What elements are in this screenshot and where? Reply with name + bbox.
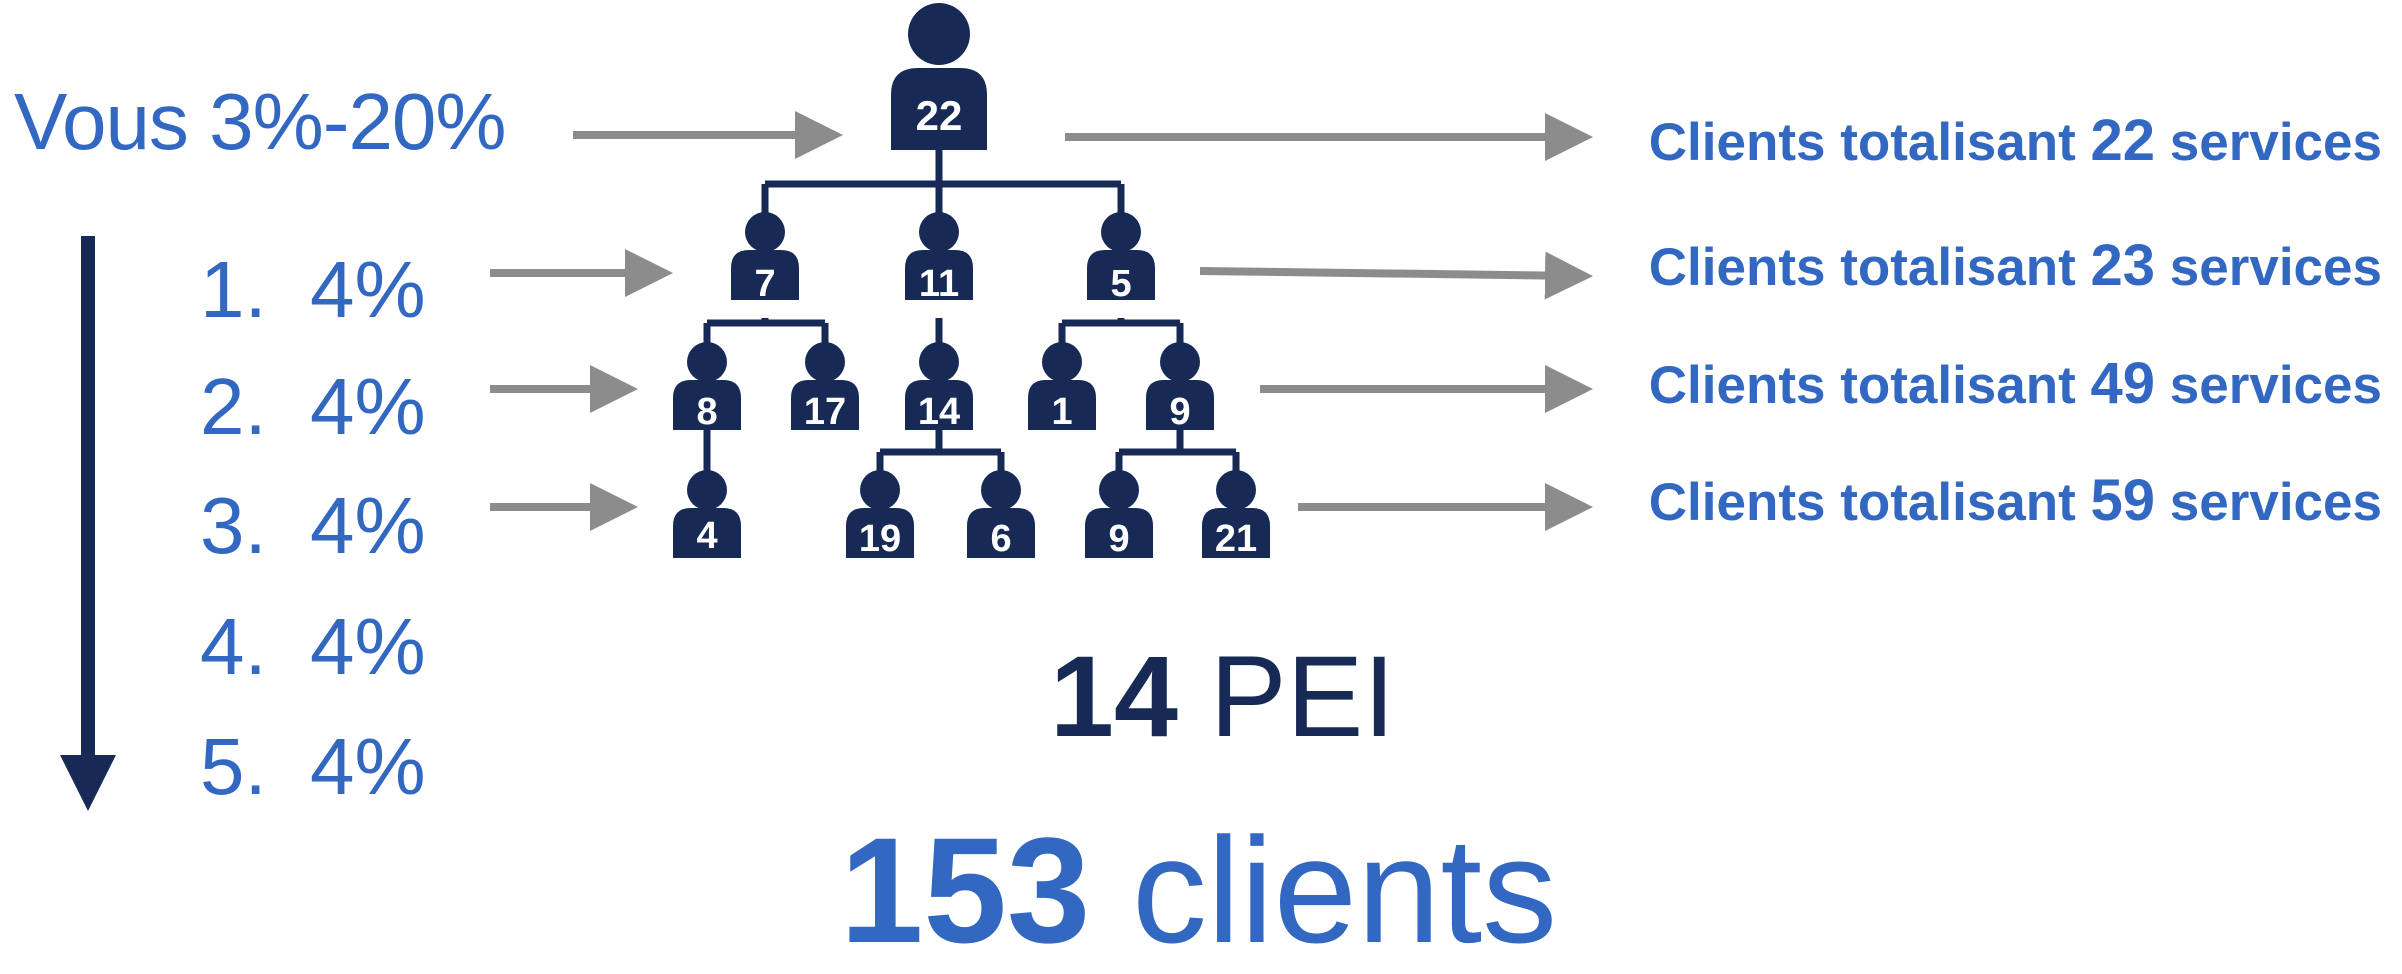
person-icon [905, 212, 973, 300]
node-number: 14 [918, 391, 960, 433]
person-icon [846, 470, 914, 558]
node-level3-1: 4 [673, 470, 741, 558]
clients-prefix: Clients totalisant [1648, 238, 2076, 297]
node-level1-1: 7 [731, 212, 799, 305]
level-row-4: 4. 4% [200, 607, 426, 687]
person-icon [731, 212, 799, 300]
clients-prefix: Clients totalisant [1648, 113, 2076, 172]
person-icon [905, 342, 973, 430]
clients-suffix: services [2169, 356, 2382, 415]
node-level2-2: 17 [791, 342, 859, 433]
node-level2-3: 14 [905, 342, 973, 433]
clients-suffix: services [2169, 473, 2382, 532]
connector-5 [1058, 318, 1184, 350]
clients-summary: 153 clients [840, 815, 1557, 965]
person-icon [891, 3, 987, 150]
clients-value: 23 [2090, 233, 2156, 298]
arrow-right-2 [1199, 251, 1593, 300]
person-icon [673, 470, 741, 558]
node-level3-3: 6 [967, 470, 1035, 560]
pei-count: 14 [1050, 633, 1178, 761]
node-number: 22 [916, 92, 963, 139]
person-icon [1202, 470, 1270, 558]
connector-14 [876, 430, 1005, 478]
node-level3-4: 9 [1085, 470, 1153, 560]
clients-prefix: Clients totalisant [1648, 473, 2076, 532]
node-number: 5 [1110, 263, 1131, 305]
connector-9 [1115, 430, 1240, 478]
person-icon [1146, 342, 1214, 430]
vous-label: Vous 3%-20% [14, 82, 507, 162]
level-row-5: 5. 4% [200, 727, 426, 807]
level-number: 3. [200, 481, 267, 570]
node-number: 1 [1051, 391, 1072, 433]
clients-value: 59 [2090, 468, 2156, 533]
connector-7 [703, 318, 829, 350]
clients-line-3: Clients totalisant 49 services [1649, 355, 2382, 413]
node-number: 21 [1215, 518, 1257, 560]
node-number: 8 [696, 391, 717, 433]
node-level3-5: 21 [1202, 470, 1270, 560]
connector-root [761, 150, 1125, 220]
person-icon [1085, 470, 1153, 558]
clients-line-4: Clients totalisant 59 services [1649, 472, 2382, 530]
clients-suffix: services [2169, 238, 2382, 297]
level-number: 4. [200, 602, 267, 691]
level-number: 1. [200, 245, 267, 334]
node-level3-2: 19 [846, 470, 914, 560]
level-row-2: 2. 4% [200, 367, 426, 447]
node-number: 11 [919, 263, 959, 305]
level-percent: 4% [310, 362, 426, 451]
node-number: 19 [859, 518, 901, 560]
clients-value: 49 [2090, 351, 2156, 416]
node-level1-3: 5 [1087, 212, 1155, 305]
clients-prefix: Clients totalisant [1648, 356, 2076, 415]
node-level2-1: 8 [673, 342, 741, 433]
clients-line-2: Clients totalisant 23 services [1649, 237, 2382, 295]
vous-text: Vous [14, 77, 189, 166]
clients-count: 153 [840, 806, 1091, 974]
pei-label: PEI [1209, 633, 1396, 761]
node-number: 17 [804, 391, 846, 433]
pei-summary: 14 PEI [1050, 640, 1395, 755]
node-root: 22 [891, 3, 987, 150]
node-level2-4: 1 [1028, 342, 1096, 433]
node-level2-5: 9 [1146, 342, 1214, 433]
level-percent: 4% [310, 722, 426, 811]
vous-range: 3%-20% [209, 77, 506, 166]
level-percent: 4% [310, 481, 426, 570]
clients-label: clients [1131, 806, 1558, 974]
level-percent: 4% [310, 245, 426, 334]
node-number: 6 [990, 518, 1011, 560]
person-icon [1028, 342, 1096, 430]
clients-line-1: Clients totalisant 22 services [1649, 112, 2382, 170]
node-level1-2: 11 [905, 212, 973, 305]
level-number: 2. [200, 362, 267, 451]
node-number: 7 [754, 263, 775, 305]
node-number: 9 [1169, 391, 1190, 433]
level-percent: 4% [310, 602, 426, 691]
level-number: 5. [200, 722, 267, 811]
clients-value: 22 [2090, 108, 2156, 173]
person-icon [673, 342, 741, 430]
person-icon [1087, 212, 1155, 300]
clients-suffix: services [2169, 113, 2382, 172]
node-number: 9 [1108, 518, 1129, 560]
person-icon [967, 470, 1035, 558]
person-icon [791, 342, 859, 430]
level-row-3: 3. 4% [200, 486, 426, 566]
level-row-1: 1. 4% [200, 250, 426, 330]
node-number: 4 [696, 515, 717, 557]
